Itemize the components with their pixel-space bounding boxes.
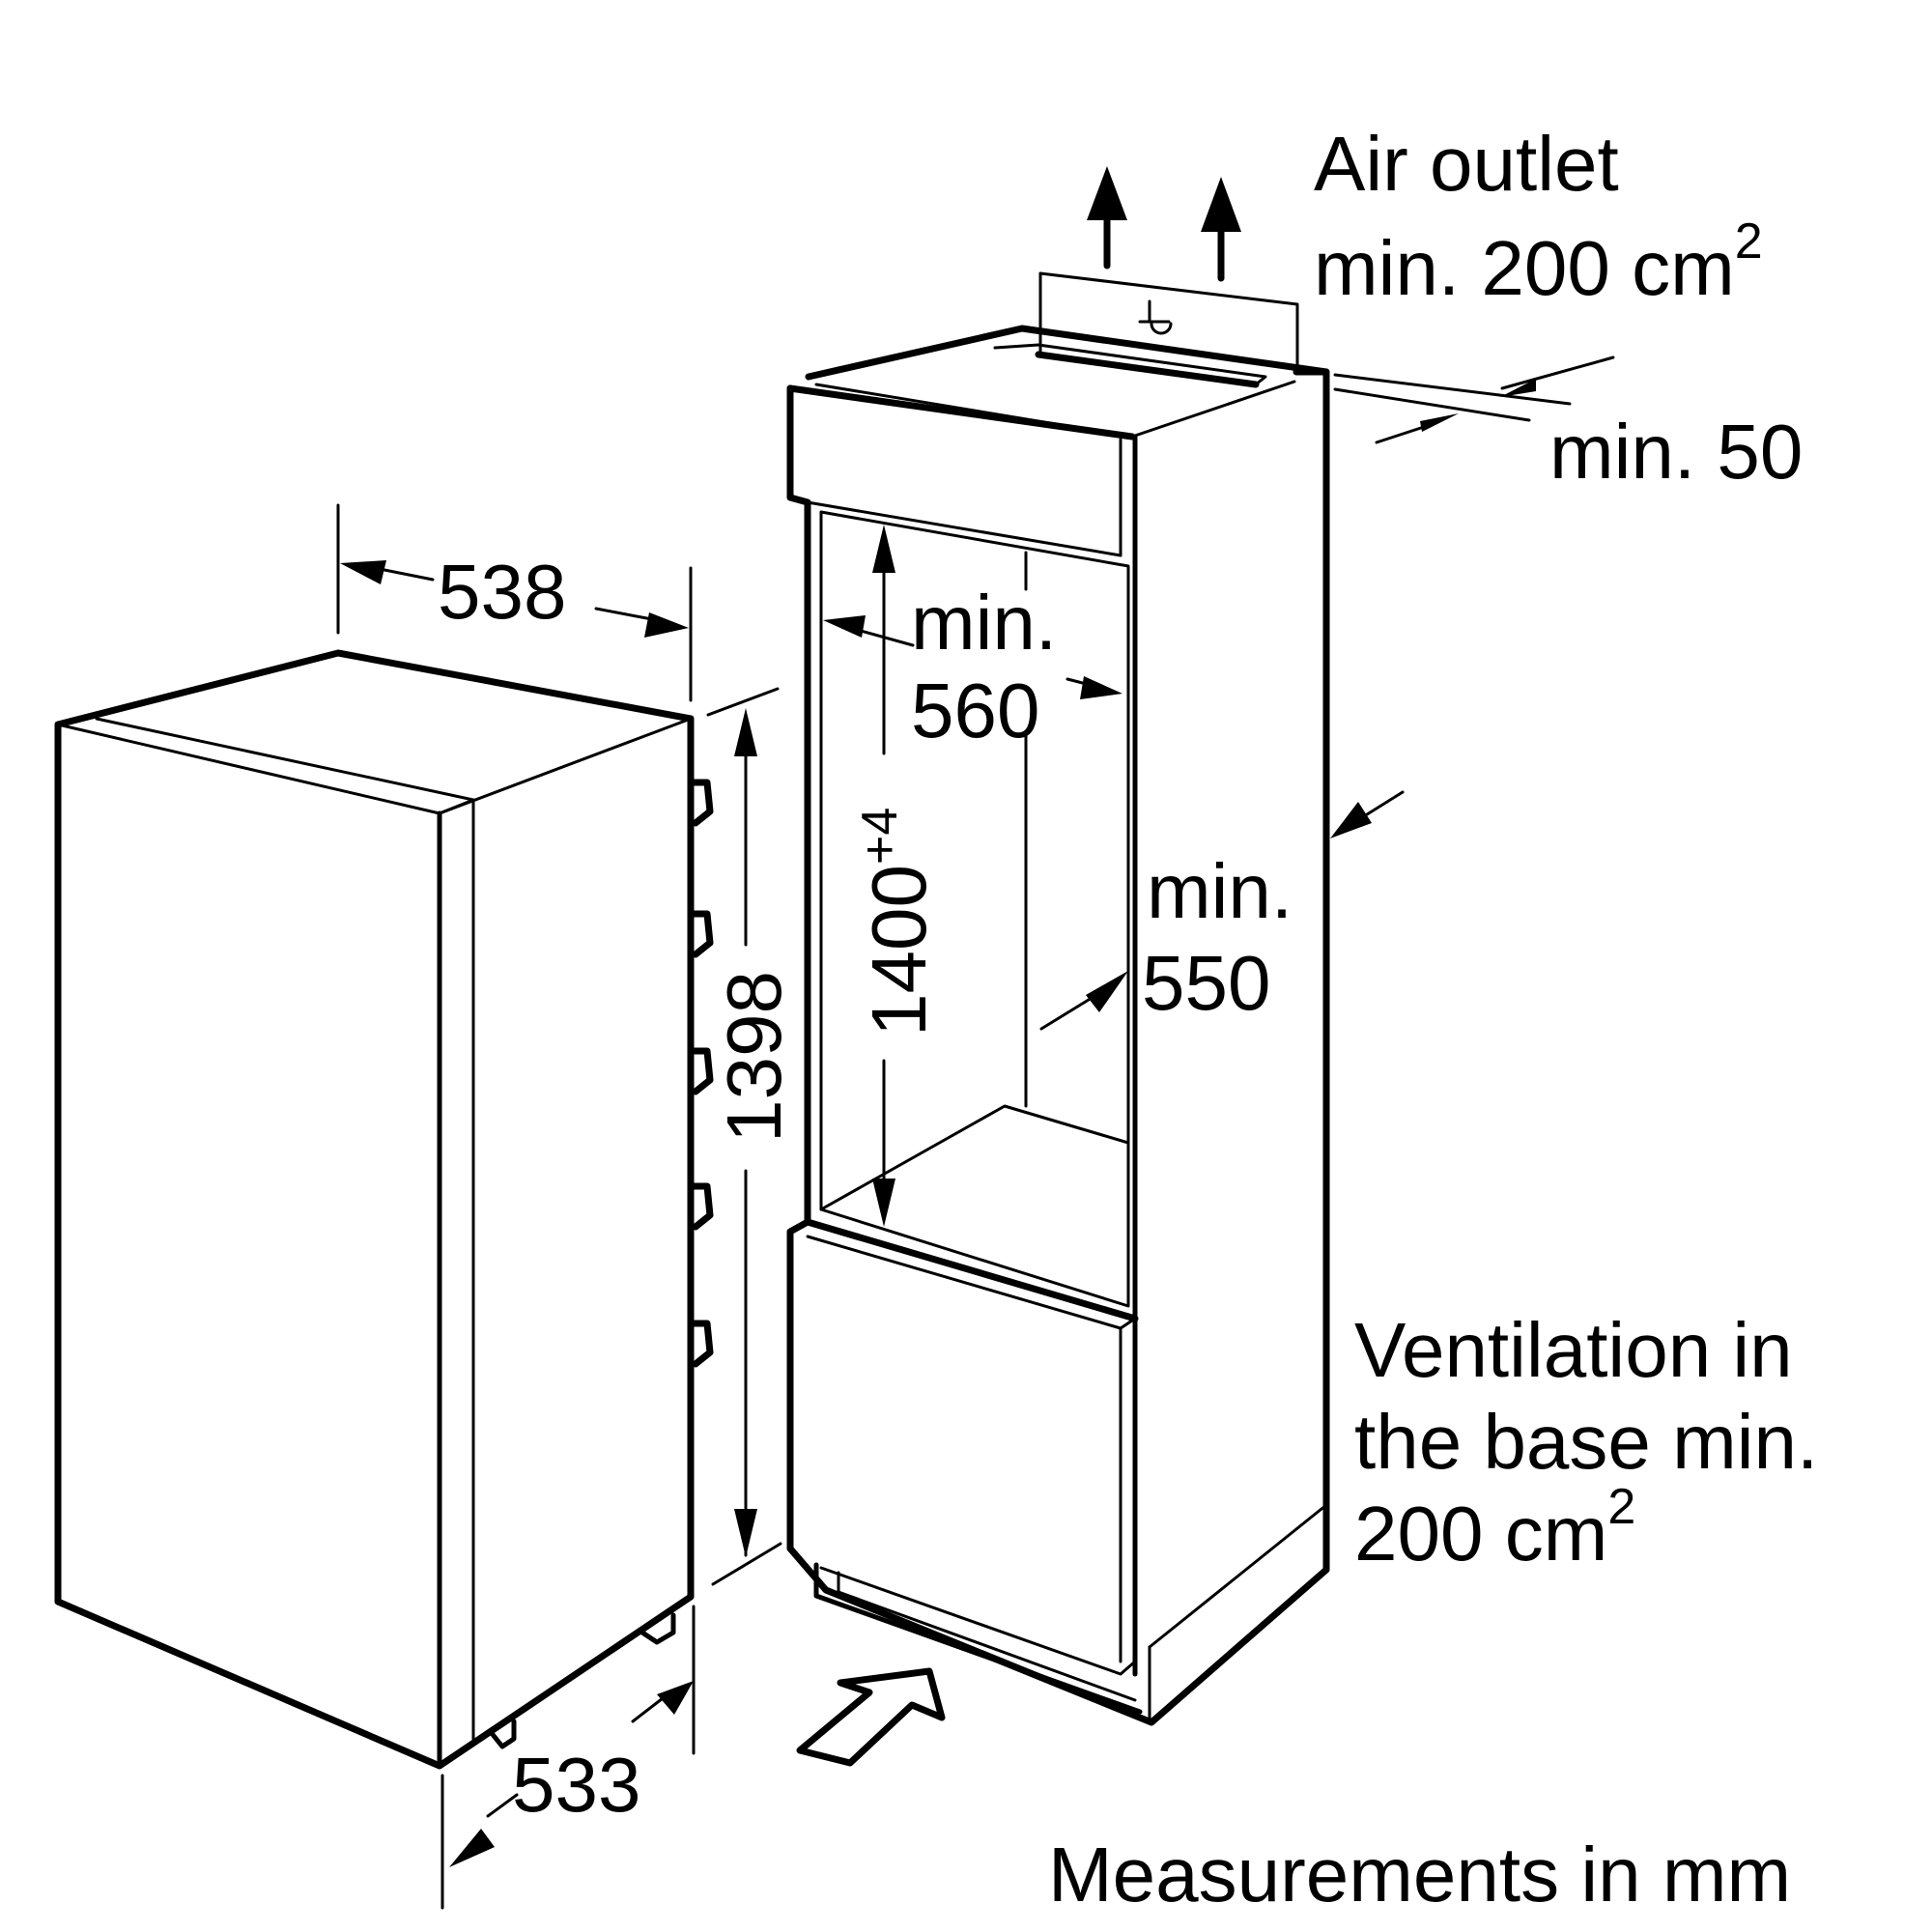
air-outlet-unit-superscript: 2 (1735, 213, 1763, 270)
ventilation-area: 200 cm (1354, 1491, 1607, 1577)
ventilation-inlet-arrow (796, 1667, 946, 1767)
air-outlet-arrows (1087, 166, 1241, 282)
niche-depth-label-line1: min. (1147, 848, 1293, 934)
niche-width-label-line1: min. (911, 580, 1057, 666)
ventilation-unit-superscript: 2 (1607, 1479, 1635, 1535)
niche-height-tolerance: +4 (852, 808, 908, 865)
air-outlet-grille (993, 271, 1299, 388)
dimension-niche-width: min. 560 (823, 580, 1122, 753)
appliance-feet (488, 1612, 676, 1749)
air-outlet-label-line2: min. 200 cm2 (1314, 213, 1763, 311)
appliance-height-label: 1398 (711, 971, 797, 1143)
air-outlet-area: min. 200 cm (1314, 225, 1735, 311)
top-gap-label: min. 50 (1549, 409, 1803, 495)
dimension-top-gap: min. 50 (1333, 355, 1803, 495)
ventilation-label-line1: Ventilation in (1354, 1307, 1793, 1393)
dimension-appliance-height: 1398 (706, 687, 797, 1586)
cabinet (786, 325, 1330, 1726)
dimension-niche-height: 1400+4 (852, 525, 942, 1227)
dimension-niche-depth: min. 550 (1039, 790, 1405, 1031)
niche-width-label-line2: 560 (911, 668, 1039, 753)
air-outlet-label-line1: Air outlet (1314, 121, 1619, 207)
appliance-depth-label: 533 (512, 1742, 640, 1828)
niche-height-label: 1400+4 (852, 808, 942, 1037)
dimension-appliance-width: 538 (336, 503, 693, 702)
ventilation-label-line2: the base min. (1354, 1399, 1818, 1485)
appliance-body (54, 649, 695, 1770)
niche-height-value: 1400 (856, 865, 942, 1037)
niche-depth-label-line2: 550 (1142, 940, 1270, 1026)
door-hinges (690, 779, 714, 1368)
units-note: Measurements in mm (1048, 1832, 1791, 1918)
appliance-width-label: 538 (438, 549, 566, 635)
dimension-appliance-depth: 533 (440, 1605, 696, 1910)
ventilation-label-line3: 200 cm2 (1354, 1479, 1635, 1577)
